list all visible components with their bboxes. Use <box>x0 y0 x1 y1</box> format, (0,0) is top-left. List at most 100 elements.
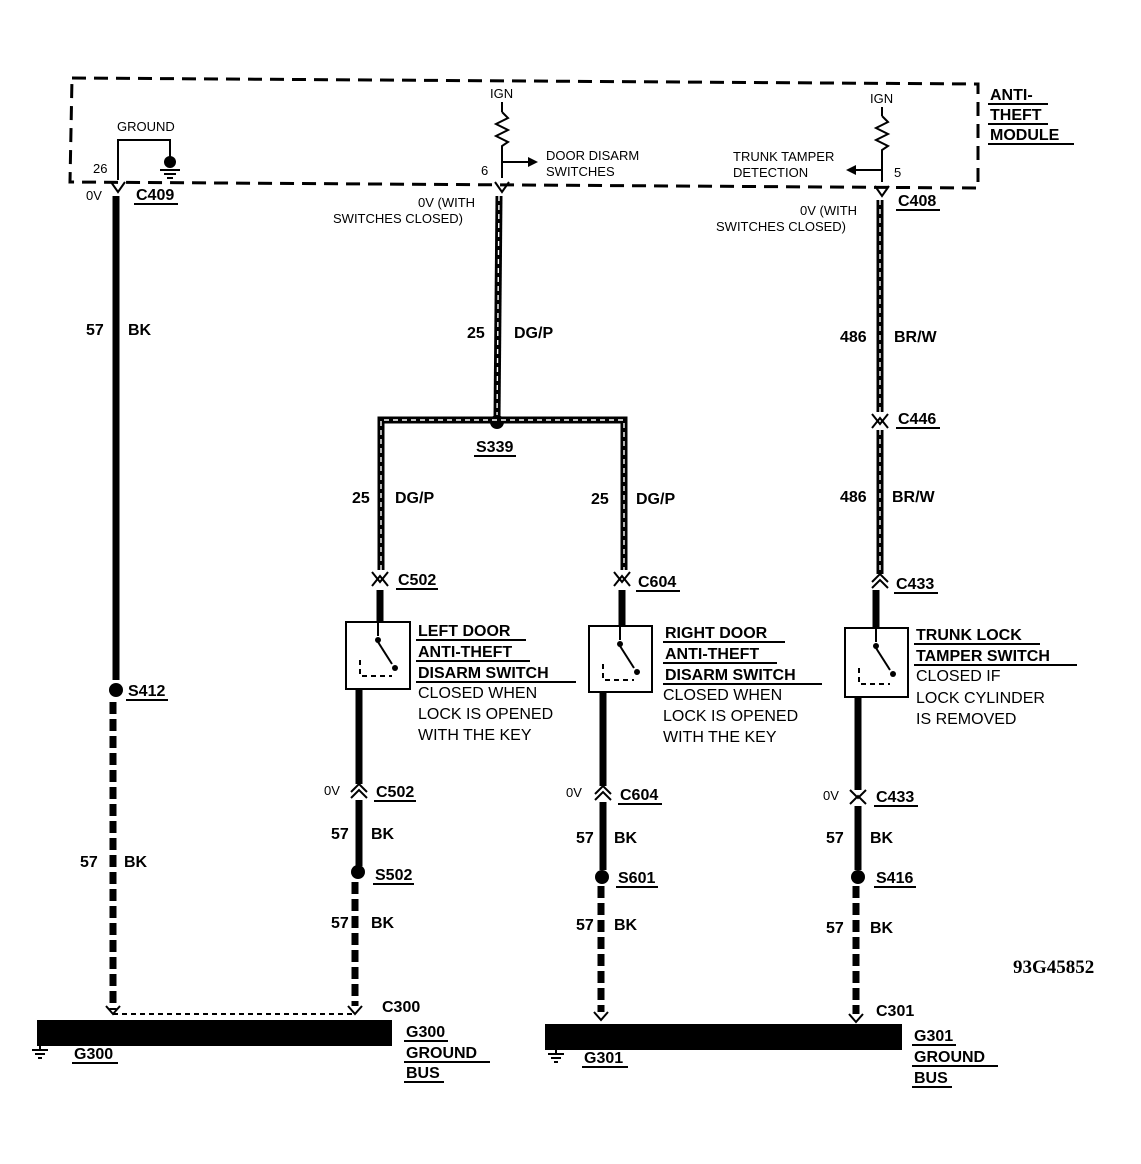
trunk-bottom-voltage: 0V <box>823 788 839 803</box>
trunk-voltage-line1: 0V (WITH <box>800 203 857 218</box>
module-title-line3: MODULE <box>990 127 1060 144</box>
wire-57-num-bottom: 57 <box>80 854 98 871</box>
right-bottom-voltage: 0V <box>566 785 582 800</box>
arrow-left-icon <box>846 165 856 175</box>
trunk-wire2-num: 486 <box>840 489 867 506</box>
switch-icon <box>359 622 398 677</box>
trunk-switch-title: TRUNK LOCK TAMPER SWITCH <box>914 627 1077 666</box>
c409-label: C409 <box>136 187 174 204</box>
g301-line2: GROUND <box>914 1049 985 1066</box>
trunk-c433-top-label: C433 <box>896 576 934 593</box>
left-door-circuit: 25 DG/P C502 LEFT DOOR ANTI-THEFT DISARM… <box>324 490 576 1016</box>
left-switch-line3: DISARM SWITCH <box>418 665 549 682</box>
g301-id-label: G301 <box>584 1050 623 1067</box>
g300-ground-bus: C300 G300 G300 GROUND BUS <box>32 999 490 1083</box>
right-note-line3: WITH THE KEY <box>663 729 777 746</box>
module-ground-trace <box>117 139 171 180</box>
ign-right-label: IGN <box>870 91 893 106</box>
resistor-icon <box>873 115 891 182</box>
splice-s502-label: S502 <box>375 867 412 884</box>
trunk-switch-line1: TRUNK LOCK <box>916 627 1022 644</box>
wire-25-num-center: 25 <box>467 325 485 342</box>
left-gw1-color: BK <box>371 826 395 843</box>
pin-6: 6 <box>481 163 488 178</box>
left-wire-num: 25 <box>352 490 370 507</box>
figure-code: 93G45852 <box>1013 957 1094 978</box>
g301-line1: G301 <box>914 1028 953 1045</box>
connector-pin6-icon <box>494 181 510 194</box>
left-gw2-color: BK <box>371 915 395 932</box>
right-note-line1: CLOSED WHEN <box>663 687 782 704</box>
right-door-circuit: 25 DG/P C604 RIGHT DOOR ANTI-THEFT DISAR… <box>566 491 822 1022</box>
right-switch-line2: ANTI-THEFT <box>665 646 759 663</box>
right-c604-bottom-label: C604 <box>620 787 658 804</box>
g300-bus-bar <box>37 1020 392 1046</box>
g301-ground-bus: C301 G301 G301 GROUND BUS <box>545 1003 998 1088</box>
trunk-wire1-color: BR/W <box>894 329 938 346</box>
module-title-line2: THEFT <box>990 107 1042 124</box>
module-ground: GROUND 26 <box>93 119 180 180</box>
left-door-switch-title: LEFT DOOR ANTI-THEFT DISARM SWITCH <box>416 623 576 683</box>
splice-s339-label: S339 <box>476 439 513 456</box>
trunk-note-line2: LOCK CYLINDER <box>916 690 1045 707</box>
left-note-line3: WITH THE KEY <box>418 727 532 744</box>
trunk-voltage-line2: SWITCHES CLOSED) <box>716 219 846 234</box>
splice-s601-dot <box>595 870 609 884</box>
ign-door-supply: IGN DOOR DISARM SWITCHES 6 <box>481 86 639 179</box>
right-switch-line3: DISARM SWITCH <box>665 667 796 684</box>
trunk-gw2-color: BK <box>870 920 894 937</box>
left-wire-color: DG/P <box>395 490 434 507</box>
trunk-tamper-line1: TRUNK TAMPER <box>733 149 834 164</box>
left-note-line2: LOCK IS OPENED <box>418 706 553 723</box>
right-gw1-num: 57 <box>576 830 594 847</box>
connector-c408-icon <box>874 185 890 198</box>
trunk-switch-line2: TAMPER SWITCH <box>916 648 1050 665</box>
splice-s412-dot <box>109 683 123 697</box>
g300-line2: GROUND <box>406 1045 477 1062</box>
ign-trunk-supply: IGN TRUNK TAMPER DETECTION 5 <box>733 91 901 182</box>
right-gw1-color: BK <box>614 830 638 847</box>
c301-label: C301 <box>876 1003 914 1020</box>
trunk-note-line3: IS REMOVED <box>916 711 1016 728</box>
module-ground-point <box>164 156 176 168</box>
module-ground-label: GROUND <box>117 119 175 134</box>
door-disarm-line1: DOOR DISARM <box>546 148 639 163</box>
connector-c409-icon <box>110 181 126 194</box>
trunk-wire1-num: 486 <box>840 329 867 346</box>
trunk-tamper-line2: DETECTION <box>733 165 808 180</box>
anti-theft-module-border <box>68 76 980 190</box>
trunk-circuit: C408 0V (WITH SWITCHES CLOSED) 486 BR/W … <box>716 185 1077 1024</box>
right-note-line2: LOCK IS OPENED <box>663 708 798 725</box>
c409-voltage: 0V <box>86 188 102 203</box>
g300-line1: G300 <box>406 1024 445 1041</box>
left-gw1-num: 57 <box>331 826 349 843</box>
wire-57-num-top: 57 <box>86 322 104 339</box>
left-bottom-voltage: 0V <box>324 783 340 798</box>
splice-s502-dot <box>351 865 365 879</box>
module-title: ANTI- THEFT MODULE <box>988 87 1074 145</box>
door-disarm-line2: SWITCHES <box>546 164 615 179</box>
left-gw2-num: 57 <box>331 915 349 932</box>
module-title-line1: ANTI- <box>990 87 1033 104</box>
left-switch-line2: ANTI-THEFT <box>418 644 512 661</box>
right-door-switch-title: RIGHT DOOR ANTI-THEFT DISARM SWITCH <box>663 625 822 685</box>
left-ground-circuit: 0V C409 57 BK S412 57 BK <box>80 181 178 1016</box>
right-wire-color: DG/P <box>636 491 675 508</box>
left-c502-bottom-label: C502 <box>376 784 414 801</box>
trunk-gw2-num: 57 <box>826 920 844 937</box>
g300-id-label: G300 <box>74 1046 113 1063</box>
splice-s601-label: S601 <box>618 870 655 887</box>
right-wire-num: 25 <box>591 491 609 508</box>
ground-symbol-icon <box>32 1046 48 1059</box>
g301-bus-bar <box>545 1024 902 1050</box>
ground-symbol-icon <box>160 169 180 179</box>
right-c604-top-label: C604 <box>638 574 676 591</box>
splice-s416-label: S416 <box>876 870 913 887</box>
right-gw2-color: BK <box>614 917 638 934</box>
trunk-wire2-color: BR/W <box>892 489 936 506</box>
ground-symbol-icon <box>548 1050 564 1063</box>
splice-s416-dot <box>851 870 865 884</box>
center-feed-circuit: 0V (WITH SWITCHES CLOSED) 25 DG/P S339 <box>333 181 628 570</box>
arrow-right-icon <box>528 157 538 167</box>
